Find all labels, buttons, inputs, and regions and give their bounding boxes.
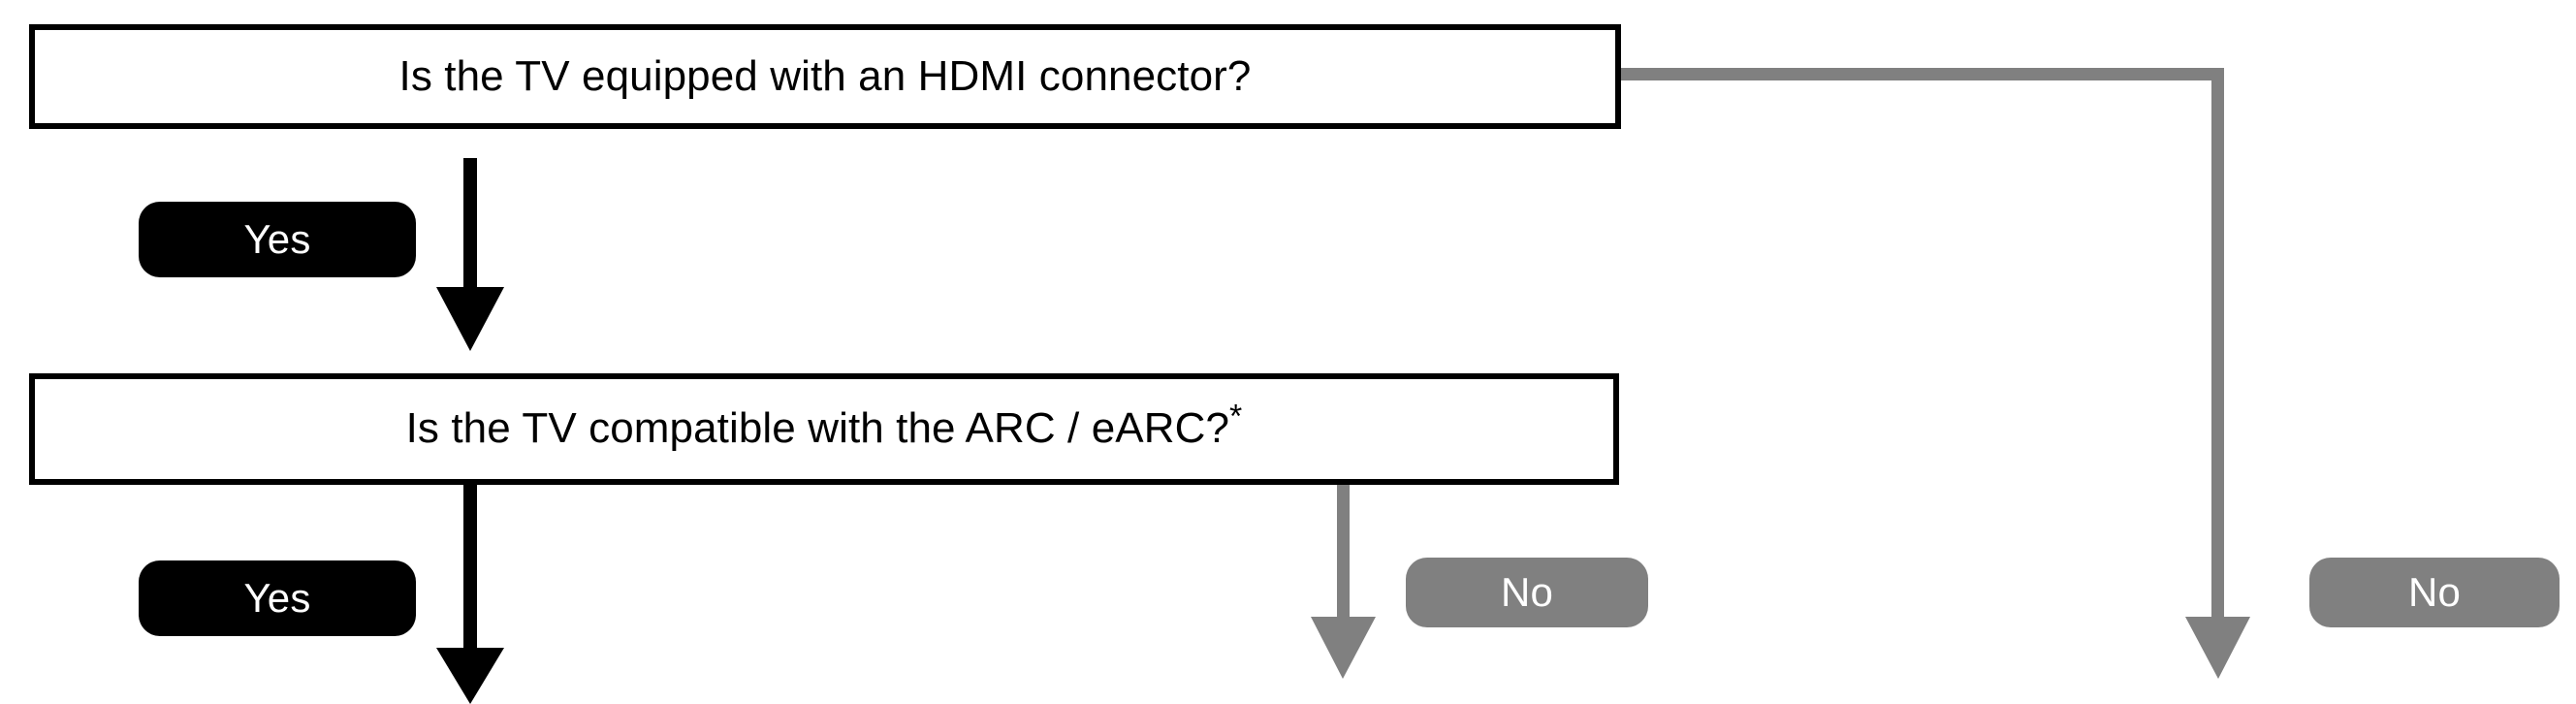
badge-no-arc-label: No xyxy=(1500,569,1554,615)
badge-no-arc[interactable]: No xyxy=(1406,558,1648,627)
badge-yes-arc[interactable]: Yes xyxy=(139,560,416,636)
footnote-asterisk-icon: * xyxy=(1229,398,1243,435)
badge-yes-arc-label: Yes xyxy=(243,575,311,621)
decision-box-arc[interactable]: Is the TV compatible with the ARC / eARC… xyxy=(29,373,1619,485)
arrow-arc-no-icon xyxy=(1311,483,1376,679)
decision-box-arc-text: Is the TV compatible with the ARC / eARC… xyxy=(405,404,1230,453)
decision-box-hdmi-label: Is the TV equipped with an HDMI connecto… xyxy=(398,51,1252,100)
badge-no-hdmi[interactable]: No xyxy=(2309,558,2560,627)
arrow-arc-yes-icon xyxy=(436,485,504,704)
decision-box-arc-label: Is the TV compatible with the ARC / eARC… xyxy=(405,400,1243,453)
badge-yes-hdmi[interactable]: Yes xyxy=(139,202,416,277)
arrow-hdmi-no-icon xyxy=(1617,68,2250,679)
arrow-hdmi-yes-icon xyxy=(436,158,504,351)
badge-no-hdmi-label: No xyxy=(2407,569,2462,615)
decision-box-hdmi[interactable]: Is the TV equipped with an HDMI connecto… xyxy=(29,24,1621,129)
badge-yes-hdmi-label: Yes xyxy=(243,216,311,262)
